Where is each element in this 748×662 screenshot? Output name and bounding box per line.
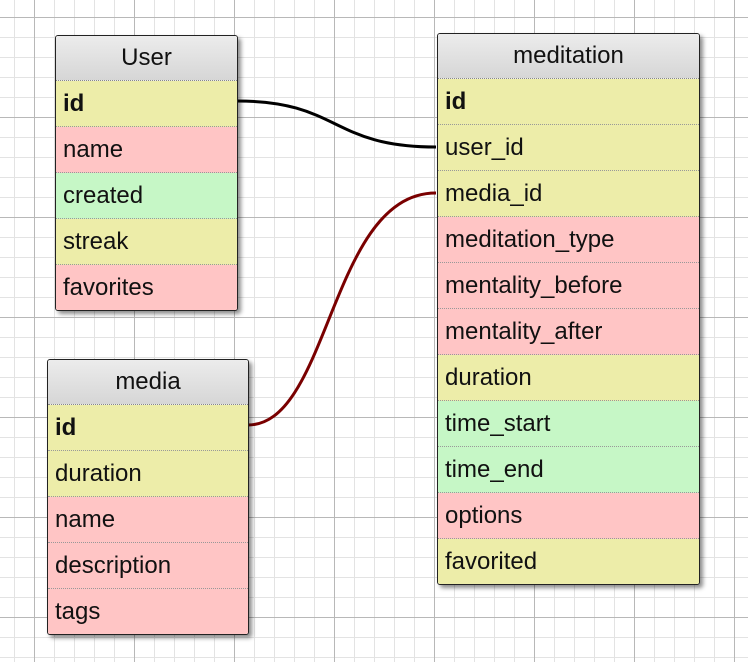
table-media[interactable]: media id duration name description tags xyxy=(47,359,249,635)
field-user-created[interactable]: created xyxy=(56,173,237,219)
field-meditation-favorited[interactable]: favorited xyxy=(438,539,699,584)
field-user-name[interactable]: name xyxy=(56,127,237,173)
field-meditation-time-end[interactable]: time_end xyxy=(438,447,699,493)
field-media-description[interactable]: description xyxy=(48,543,248,589)
table-user[interactable]: User id name created streak favorites xyxy=(55,35,238,311)
field-user-streak[interactable]: streak xyxy=(56,219,237,265)
table-media-title[interactable]: media xyxy=(48,360,248,405)
field-media-id[interactable]: id xyxy=(48,405,248,451)
relation-user-id-to-meditation-user-id[interactable] xyxy=(236,99,437,149)
relation-media-id-to-meditation-media-id[interactable] xyxy=(247,191,437,427)
table-user-title[interactable]: User xyxy=(56,36,237,81)
table-meditation[interactable]: meditation id user_id media_id meditatio… xyxy=(437,33,700,585)
field-meditation-duration[interactable]: duration xyxy=(438,355,699,401)
field-media-tags[interactable]: tags xyxy=(48,589,248,634)
field-meditation-id[interactable]: id xyxy=(438,79,699,125)
field-meditation-time-start[interactable]: time_start xyxy=(438,401,699,447)
field-media-name[interactable]: name xyxy=(48,497,248,543)
field-user-favorites[interactable]: favorites xyxy=(56,265,237,310)
field-media-duration[interactable]: duration xyxy=(48,451,248,497)
field-meditation-meditation-type[interactable]: meditation_type xyxy=(438,217,699,263)
field-meditation-mentality-after[interactable]: mentality_after xyxy=(438,309,699,355)
field-meditation-mentality-before[interactable]: mentality_before xyxy=(438,263,699,309)
field-user-id[interactable]: id xyxy=(56,81,237,127)
table-meditation-title[interactable]: meditation xyxy=(438,34,699,79)
field-meditation-user-id[interactable]: user_id xyxy=(438,125,699,171)
field-meditation-options[interactable]: options xyxy=(438,493,699,539)
field-meditation-media-id[interactable]: media_id xyxy=(438,171,699,217)
